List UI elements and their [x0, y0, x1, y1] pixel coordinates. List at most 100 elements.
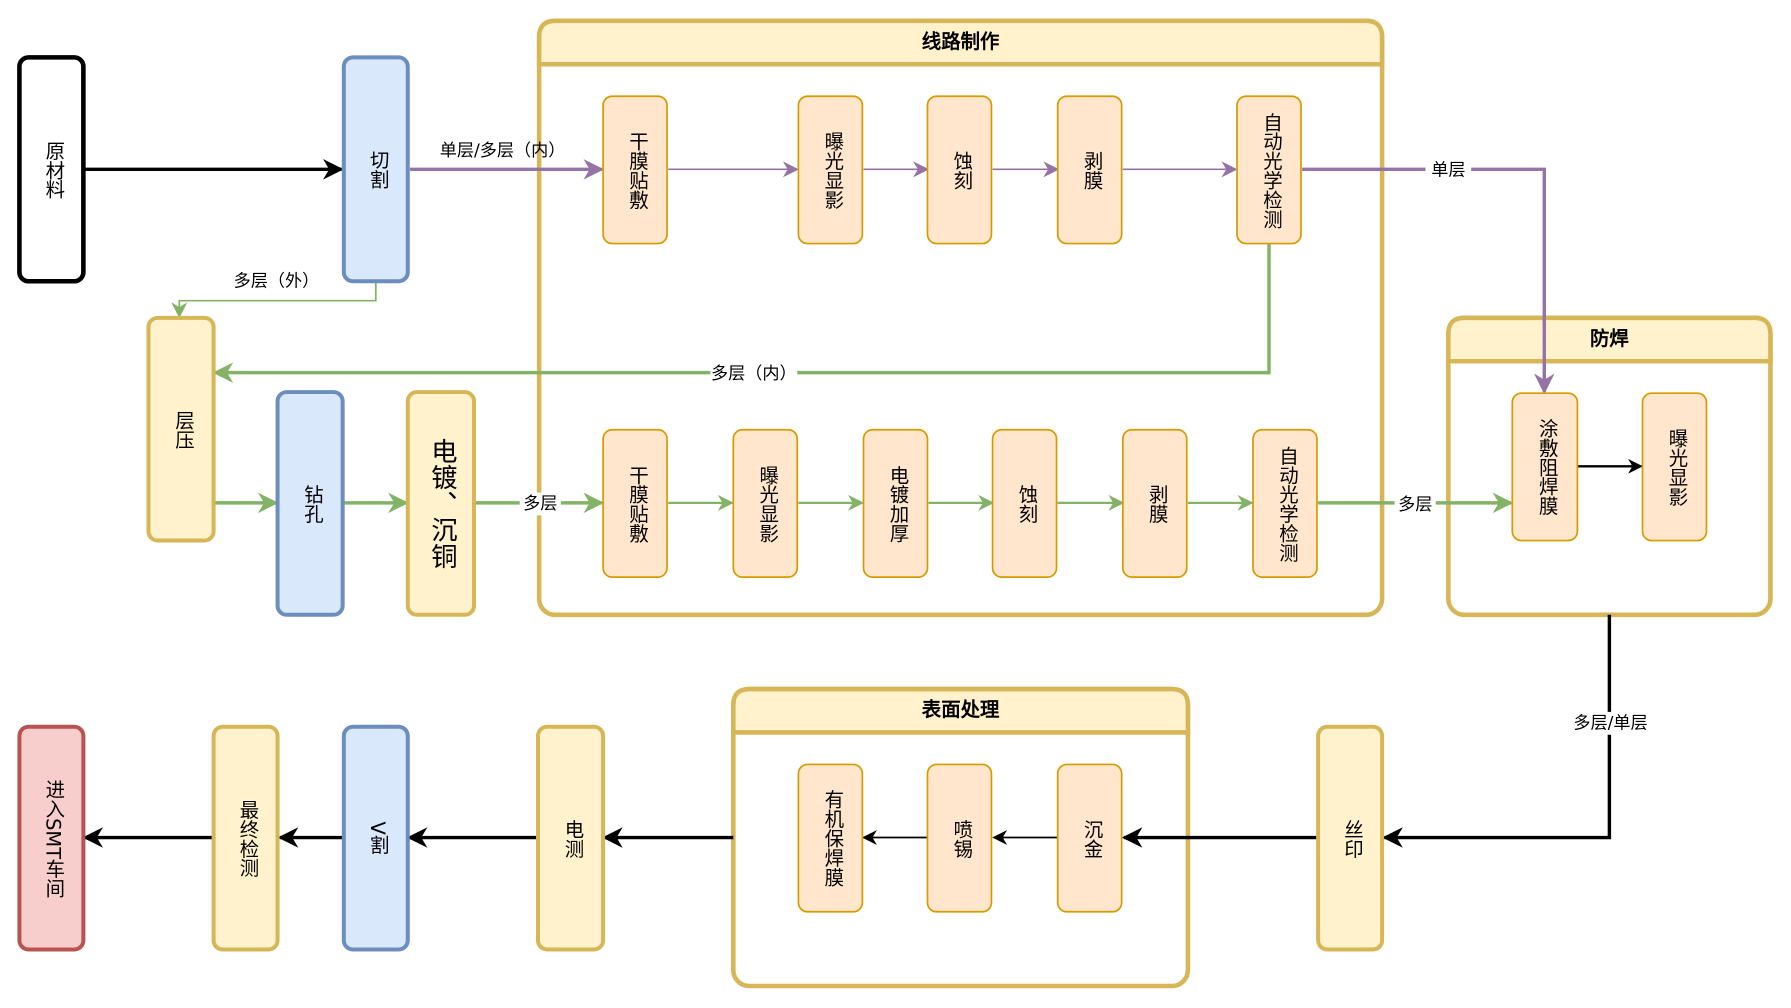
- node-label-wrap: 电镀加厚: [864, 430, 928, 577]
- node-final-check[interactable]: 最终检测: [211, 724, 280, 952]
- node-label-wrap: 有机保焊膜: [798, 764, 862, 911]
- node-label-wrap: 蚀刻: [927, 96, 991, 243]
- node-label-wrap: 曝光显影: [798, 96, 862, 243]
- node-label-wrap: 切割: [344, 57, 408, 281]
- node-label: 切割: [365, 149, 389, 189]
- node-top-etch[interactable]: 蚀刻: [926, 95, 993, 245]
- node-v-cut[interactable]: V割: [341, 724, 410, 952]
- node-label-wrap: 电测: [538, 727, 603, 950]
- edge-label-multi-2: 多层: [1394, 492, 1436, 516]
- node-label: 干膜贴敷: [624, 464, 648, 543]
- node-box: [341, 724, 410, 952]
- node-bot-plate[interactable]: 电镀加厚: [862, 428, 929, 578]
- node-label: 钻孔: [299, 484, 323, 523]
- node-box: [1121, 428, 1188, 578]
- node-box: [535, 724, 606, 952]
- node-label: 曝光显影: [754, 464, 778, 543]
- node-label-wrap: 剥膜: [1058, 96, 1122, 243]
- edge-labels: 单层/多层（内） 多层（外） 单层 多层（内） 多层 多层 多层/单层: [234, 141, 1650, 735]
- node-box: [1056, 95, 1123, 245]
- node-label: 干膜贴敷: [624, 131, 648, 209]
- node-box: [17, 724, 86, 952]
- node-label: 电测: [560, 818, 584, 858]
- node-box: [926, 763, 993, 913]
- node-box: [211, 724, 280, 952]
- node-box: [862, 428, 929, 578]
- edges: [82, 159, 1643, 848]
- node-label-wrap: 自动光学检测: [1253, 430, 1317, 577]
- node-label-wrap: 丝印: [1318, 727, 1382, 950]
- edge-label-single-multi-inner: 单层/多层（内）: [440, 141, 566, 161]
- node-bot-aoi[interactable]: 自动光学检测: [1252, 428, 1318, 578]
- node-label-wrap: 层压: [148, 318, 213, 541]
- node-label: 电镀、沉铜: [426, 437, 456, 570]
- node-box: [991, 428, 1058, 578]
- node-label: 自动光学检测: [1274, 445, 1298, 562]
- node-raw-material[interactable]: 原材料: [17, 55, 86, 284]
- node-cutting[interactable]: 切割: [341, 55, 410, 284]
- node-label: 剥膜: [1144, 484, 1168, 523]
- node-drilling[interactable]: 钻孔: [275, 390, 345, 617]
- group-title-circuit: 线路制作: [922, 30, 1000, 53]
- node-box: [275, 390, 345, 617]
- node-label: 层压: [170, 409, 194, 449]
- node-label-wrap: 干膜贴敷: [603, 96, 667, 243]
- node-box: [341, 55, 410, 284]
- edge-top-aoi-to-lamination: [212, 243, 1271, 383]
- edge-mask-to-silkscreen: [1382, 614, 1612, 848]
- node-label-wrap: 涂敷阻焊膜: [1512, 393, 1577, 540]
- edge-label-single: 单层: [1425, 160, 1472, 181]
- node-label: 最终检测: [235, 799, 259, 877]
- node-label-wrap: 剥膜: [1123, 430, 1187, 577]
- node-e-test[interactable]: 电测: [535, 724, 606, 952]
- node-label: 进入SMT车间: [41, 778, 64, 898]
- node-smt[interactable]: 进入SMT车间: [17, 724, 86, 952]
- node-label: 剥膜: [1079, 150, 1103, 190]
- svg-text:单层/多层（内）: 单层/多层（内）: [440, 141, 566, 161]
- node-label: 蚀刻: [949, 150, 972, 190]
- node-label: 曝光显影: [820, 131, 843, 209]
- node-bot-film[interactable]: 干膜贴敷: [602, 428, 668, 578]
- node-box: [17, 55, 86, 284]
- node-lamination[interactable]: 层压: [146, 315, 216, 543]
- node-silkscreen[interactable]: 丝印: [1316, 724, 1385, 952]
- node-hasl[interactable]: 喷锡: [926, 763, 993, 913]
- node-bot-expose[interactable]: 曝光显影: [732, 428, 799, 578]
- node-box: [732, 428, 799, 578]
- node-bot-etch[interactable]: 蚀刻: [991, 428, 1058, 578]
- node-label-wrap: 喷锡: [927, 764, 991, 911]
- node-label: 曝光显影: [1664, 428, 1687, 506]
- edge-label-multi-single: 多层/单层: [1571, 711, 1650, 735]
- node-top-film[interactable]: 干膜贴敷: [602, 95, 668, 245]
- svg-text:多层/单层: 多层/单层: [1573, 713, 1647, 733]
- node-top-aoi[interactable]: 自动光学检测: [1236, 95, 1302, 245]
- node-box: [602, 95, 668, 245]
- svg-text:多层（外）: 多层（外）: [234, 271, 320, 291]
- node-label-wrap: 干膜贴敷: [603, 430, 667, 577]
- node-label-wrap: 曝光显影: [1643, 393, 1707, 540]
- node-box: [797, 763, 864, 913]
- group-title-surface: 表面处理: [922, 698, 1000, 721]
- edge-cut-to-lamination-outer: [171, 281, 377, 319]
- node-label: 原材料: [41, 140, 64, 199]
- node-enig[interactable]: 沉金: [1056, 763, 1123, 913]
- edge-top-aoi-to-mask-single: [1302, 167, 1555, 395]
- node-box: [1316, 724, 1385, 952]
- svg-text:单层: 单层: [1431, 160, 1465, 180]
- edge-label-multi-outer: 多层（外）: [234, 271, 320, 291]
- node-label-wrap: 沉金: [1058, 764, 1122, 911]
- node-mask-coat[interactable]: 涂敷阻焊膜: [1511, 392, 1579, 542]
- node-label: 涂敷阻焊膜: [1534, 418, 1558, 516]
- node-top-expose[interactable]: 曝光显影: [797, 95, 864, 245]
- node-top-strip[interactable]: 剥膜: [1056, 95, 1123, 245]
- node-label-wrap: 最终检测: [214, 727, 278, 950]
- node-osp[interactable]: 有机保焊膜: [797, 763, 864, 913]
- node-label-wrap: 钻孔: [278, 392, 343, 615]
- svg-text:多层（内）: 多层（内）: [711, 364, 797, 384]
- node-box: [797, 95, 864, 245]
- node-label: V割: [365, 821, 389, 855]
- node-bot-strip[interactable]: 剥膜: [1121, 428, 1188, 578]
- node-plating-copper[interactable]: 电镀、沉铜: [405, 390, 477, 617]
- node-mask-expose[interactable]: 曝光显影: [1641, 392, 1708, 542]
